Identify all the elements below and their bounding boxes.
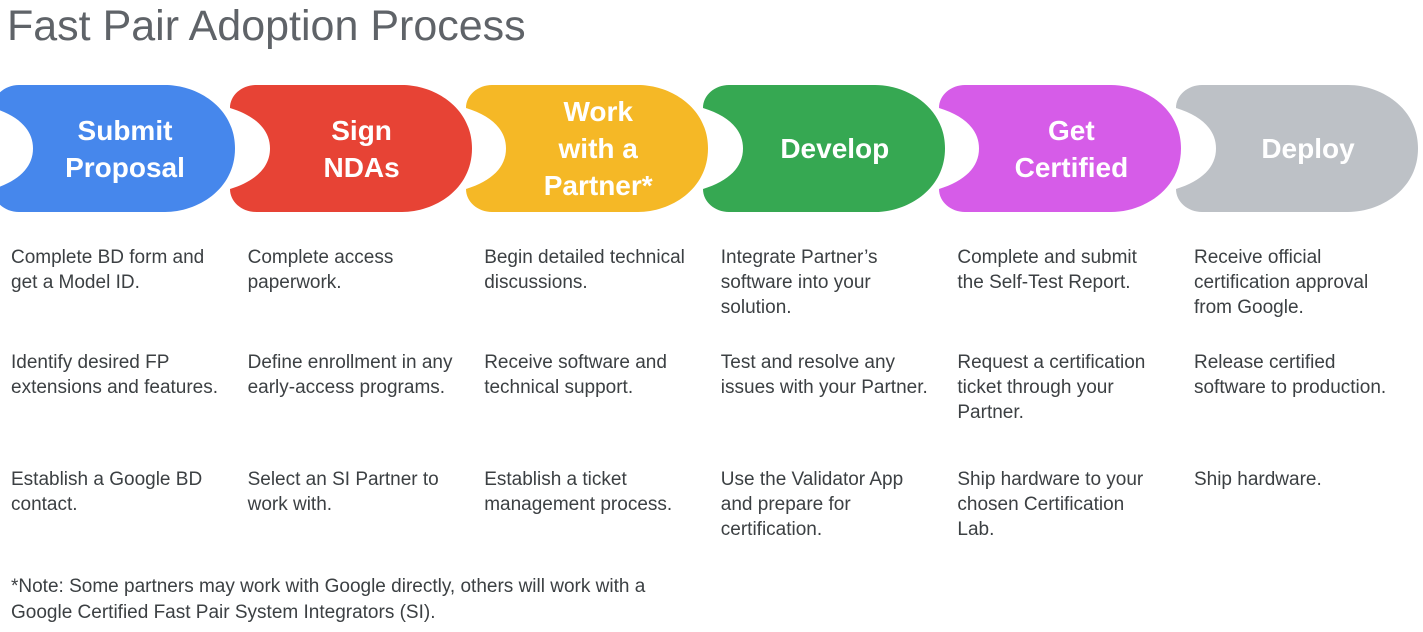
footnote: *Note: Some partners may work with Googl…: [11, 576, 646, 623]
step-text-work-with-partner-3: Establish a ticket management process.: [484, 469, 673, 515]
stage-deploy: Deploy: [1176, 85, 1418, 212]
stage-arrow-shape: [939, 85, 1182, 212]
stage-arrow-shape: [466, 85, 709, 212]
stage-develop: Develop: [702, 85, 945, 212]
step-text-sign-ndas-1: Complete access paperwork.: [247, 247, 394, 293]
stage-label-deploy: Deploy: [1261, 133, 1355, 164]
stage-label-develop: Develop: [780, 133, 890, 164]
step-text-sign-ndas-2: Define enrollment in any early-access pr…: [247, 352, 453, 398]
stage-work-with-partner: Work with a Partner*: [466, 85, 709, 212]
stage-label-submit-proposal: Submit Proposal: [65, 114, 185, 183]
step-text-get-certified-2: Request a certification ticket through y…: [957, 352, 1146, 423]
stage-label-get-certified: Get Certified: [1014, 114, 1129, 183]
stage-submit-proposal: Submit Proposal: [0, 85, 235, 212]
step-text-work-with-partner-1: Begin detailed technical discussions.: [484, 247, 685, 293]
process-stages: Submit Proposal Sign NDAs Work with a Pa…: [0, 85, 1423, 212]
step-text-work-with-partner-2: Receive software and technical support.: [484, 352, 667, 398]
step-text-deploy-2: Release certified software to production…: [1193, 352, 1387, 398]
step-text-get-certified-1: Complete and submit the Self-Test Report…: [957, 247, 1137, 293]
stage-arrow-shape: [702, 85, 945, 212]
stage-get-certified: Get Certified: [939, 85, 1182, 212]
step-text-develop-2: Test and resolve any issues with your Pa…: [720, 352, 928, 398]
stage-label-work-with-partner: Work with a Partner*: [543, 96, 653, 201]
step-text-develop-1: Integrate Partner’s software into your s…: [720, 247, 878, 318]
steps-grid: Complete BD form and get a Model ID. Comp…: [11, 245, 1423, 581]
step-text-get-certified-3: Ship hardware to your chosen Certificati…: [957, 469, 1144, 540]
stage-label-sign-ndas: Sign NDAs: [323, 114, 400, 183]
stage-arrow-shape: [229, 85, 472, 212]
step-text-deploy-1: Receive official certification approval …: [1193, 247, 1369, 318]
step-text-submit-proposal-2: Identify desired FP extensions and featu…: [11, 352, 219, 398]
page-title: Fast Pair Adoption Process: [7, 2, 526, 50]
stage-sign-ndas: Sign NDAs: [229, 85, 472, 212]
step-text-develop-3: Use the Validator App and prepare for ce…: [720, 469, 904, 540]
step-text-sign-ndas-3: Select an SI Partner to work with.: [247, 469, 439, 515]
step-text-submit-proposal-1: Complete BD form and get a Model ID.: [11, 247, 205, 293]
step-text-deploy-3: Ship hardware.: [1193, 469, 1322, 490]
step-text-submit-proposal-3: Establish a Google BD contact.: [11, 469, 203, 515]
stage-arrow-shape: [1176, 85, 1418, 212]
stage-arrow-shape: [0, 85, 235, 212]
